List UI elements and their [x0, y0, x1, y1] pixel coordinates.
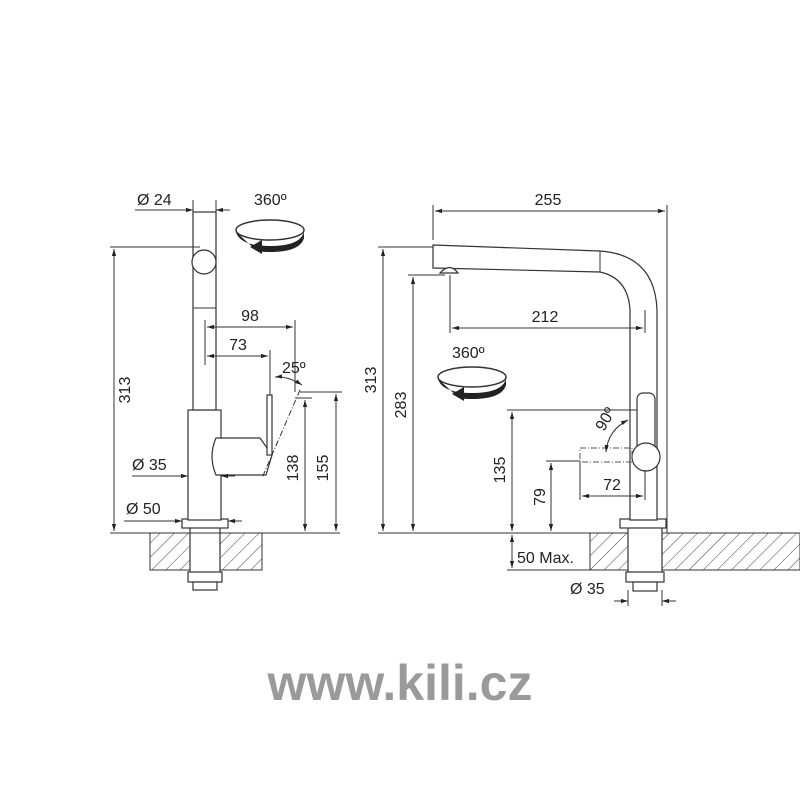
- dim-diameter-base: Ø 50: [126, 501, 161, 518]
- spout-head: [191, 249, 217, 275]
- shank: [627, 526, 663, 574]
- dim-diameter-body: Ø 35: [132, 457, 167, 474]
- dim-height-lever-top: 135: [492, 457, 509, 484]
- dim-lever-reach: 72: [603, 477, 621, 494]
- spout-tube: [192, 211, 217, 411]
- lever: [266, 394, 273, 456]
- dim-height-lever-axis: 79: [532, 488, 549, 506]
- spout-outlet: [438, 266, 460, 274]
- hose-connector: [632, 581, 658, 592]
- dim-height-outlet: 283: [393, 392, 410, 419]
- mounting-nut: [187, 571, 223, 583]
- dim-countertop-max: 50 Max.: [517, 550, 574, 567]
- hose-connector: [192, 581, 218, 591]
- front-view: 255 313 283 212 360º 90º 135 79 72 50 Ma…: [363, 192, 800, 606]
- rotation-360-icon: [235, 219, 305, 254]
- side-view: Ø 24 313 98 73 25º 138 155 Ø 35 Ø 50 360…: [110, 192, 342, 591]
- dim-width-total: 255: [535, 192, 562, 209]
- dim-diameter-top: Ø 24: [137, 192, 172, 209]
- mounting-nut: [625, 571, 665, 583]
- dim-height-total: 313: [117, 377, 134, 404]
- lever-alt-position: [261, 389, 301, 479]
- rotation-360-icon: [437, 366, 507, 401]
- spout: [432, 244, 658, 521]
- shank: [189, 526, 221, 574]
- watermark: www.kili.cz: [267, 655, 533, 711]
- rotation-label: 360º: [254, 192, 287, 209]
- dim-height-total: 313: [363, 367, 380, 394]
- dim-height-lever-low: 138: [285, 455, 302, 482]
- countertop-section: [589, 532, 800, 571]
- dim-lever-angle: 25º: [282, 360, 306, 377]
- lever-hub: [631, 442, 661, 472]
- dim-height-lever-high: 155: [315, 455, 332, 482]
- dim-reach-spout: 212: [532, 309, 559, 326]
- dim-reach-handle: 98: [241, 308, 259, 325]
- handle-hub: [211, 437, 273, 476]
- dim-reach-lever: 73: [229, 337, 247, 354]
- rotation-label: 360º: [452, 345, 485, 362]
- dim-diameter-shank: Ø 35: [570, 581, 605, 598]
